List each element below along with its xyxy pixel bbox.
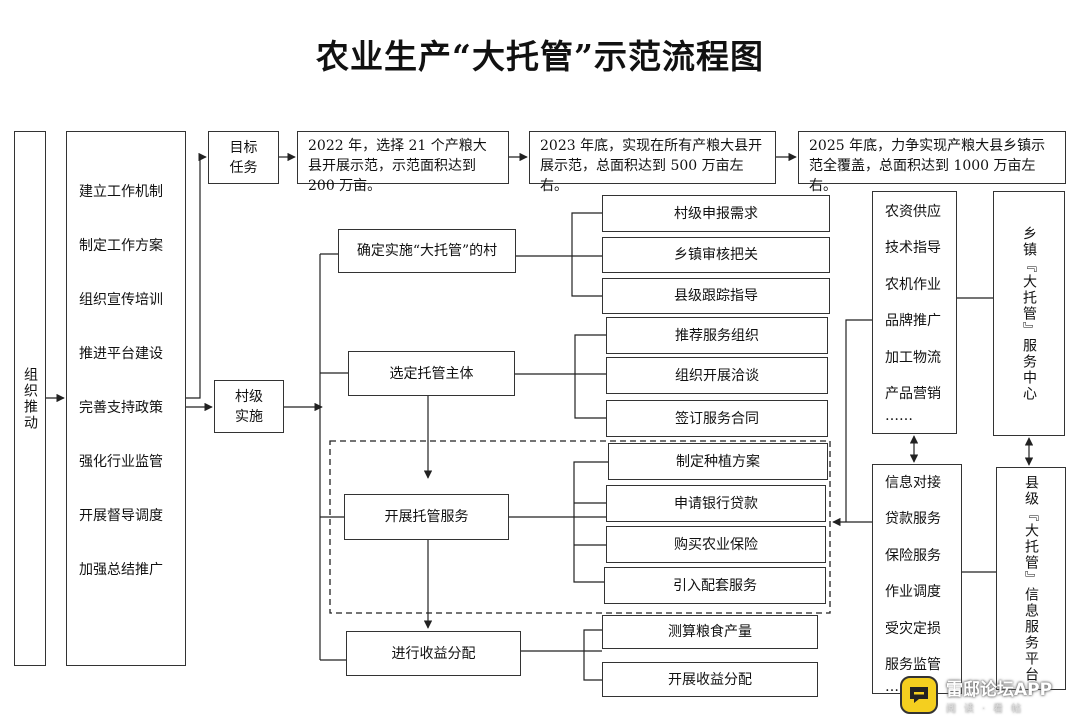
county-platform-label: 县级『大托管』信息服务平台	[1023, 474, 1039, 683]
sub-box: 签订服务合同	[606, 400, 828, 437]
sub-label: 签订服务合同	[675, 410, 759, 427]
service-item: 农机作业	[885, 276, 941, 293]
sub-label: 乡镇审核把关	[674, 247, 758, 263]
target-2023-box: 2023 年底，实现在所有产粮大县开展示范，总面积达到 500 万亩左右。	[529, 131, 776, 194]
service-item: 信息对接	[885, 475, 941, 491]
measure-item: 制定工作方案	[79, 238, 163, 254]
diagram-title: 农业生产“大托管”示范流程图	[316, 37, 764, 76]
app-watermark: 雷邸论坛APP 阅读·看帖	[900, 672, 1076, 718]
sub-box: 申请银行贷款	[606, 485, 826, 522]
sub-box: 组织开展洽谈	[606, 357, 828, 394]
step-label-2: 选定托管主体	[389, 365, 474, 382]
sub-box: 制定种植方案	[608, 443, 828, 480]
org-promote-box: 组织推动	[14, 131, 46, 666]
service-item: 作业调度	[885, 584, 941, 601]
sub-box: 测算粮食产量	[602, 615, 818, 649]
target-2023-text: 2023 年底，实现在所有产粮大县开展示范，总面积达到 500 万亩左右。	[540, 138, 763, 194]
target-label-box: 目标任务	[208, 131, 279, 184]
measure-item: 推进平台建设	[79, 346, 163, 362]
sub-label: 推荐服务组织	[675, 327, 759, 344]
sub-box: 村级申报需求	[602, 195, 830, 232]
township-center-box: 乡镇『大托管』服务中心	[993, 191, 1065, 436]
county-platform-box: 县级『大托管』信息服务平台	[996, 467, 1066, 690]
service-item: 农资供应	[885, 204, 941, 220]
target-2022-box: 2022 年，选择 21 个产粮大县开展示范，示范面积达到 200 万亩。	[297, 131, 509, 194]
step-label-4: 进行收益分配	[391, 645, 476, 662]
service-item: 产品营销	[885, 385, 941, 402]
step-box-1: 确定实施“大托管”的村	[338, 229, 516, 273]
service-item: 加工物流	[885, 349, 941, 366]
step-label-1: 确定实施“大托管”的村	[356, 243, 498, 259]
service-item: 保险服务	[885, 547, 941, 564]
sub-box: 推荐服务组织	[606, 317, 828, 354]
org-promote-label: 组织推动	[22, 366, 38, 431]
sub-label: 购买农业保险	[674, 536, 758, 553]
township-services-box: 农资供应 技术指导 农机作业 品牌推广 加工物流 产品营销 ……	[872, 191, 957, 434]
service-item: 贷款服务	[885, 511, 941, 528]
sub-box: 县级跟踪指导	[602, 278, 830, 314]
target-label: 目标任务	[229, 139, 258, 176]
village-impl-box: 村级实施	[214, 380, 284, 433]
watermark-sub: 阅读·看帖	[946, 704, 1030, 715]
service-item: 品牌推广	[885, 313, 941, 330]
sub-box: 引入配套服务	[604, 567, 826, 604]
step-label-3: 开展托管服务	[384, 509, 469, 525]
service-item: 技术指导	[885, 240, 941, 257]
service-item: 服务监管	[885, 656, 941, 673]
measures-box: 建立工作机制 制定工作方案 组织宣传培训 推进平台建设 完善支持政策 强化行业监…	[66, 131, 186, 666]
service-item: ……	[885, 408, 913, 425]
measure-item: 开展督导调度	[79, 508, 163, 524]
step-box-3: 开展托管服务	[344, 494, 509, 540]
target-2025-box: 2025 年底，力争实现产粮大县乡镇示范全覆盖，总面积达到 1000 万亩左右。	[798, 131, 1066, 194]
measure-item: 建立工作机制	[79, 184, 163, 200]
target-2025-text: 2025 年底，力争实现产粮大县乡镇示范全覆盖，总面积达到 1000 万亩左右。	[809, 138, 1046, 194]
sub-label: 组织开展洽谈	[675, 367, 759, 384]
target-2022-text: 2022 年，选择 21 个产粮大县开展示范，示范面积达到 200 万亩。	[308, 138, 487, 194]
township-center-label: 乡镇『大托管』服务中心	[1021, 225, 1037, 402]
measure-item: 加强总结推广	[79, 562, 163, 578]
sub-box: 乡镇审核把关	[602, 237, 830, 273]
county-services-box: 信息对接 贷款服务 保险服务 作业调度 受灾定损 服务监管 ……	[872, 464, 962, 695]
sub-label: 村级申报需求	[674, 205, 758, 222]
sub-label: 申请银行贷款	[674, 495, 758, 512]
sub-box: 开展收益分配	[602, 662, 818, 697]
sub-label: 引入配套服务	[673, 577, 757, 594]
measure-item: 组织宣传培训	[79, 292, 163, 308]
step-box-4: 进行收益分配	[346, 631, 521, 676]
sub-label: 县级跟踪指导	[674, 288, 758, 304]
sub-label: 开展收益分配	[668, 671, 752, 688]
village-impl-label: 村级实施	[235, 388, 263, 425]
chat-bubble-icon	[900, 676, 938, 714]
measure-item: 完善支持政策	[79, 400, 163, 416]
service-item: 受灾定损	[885, 620, 941, 637]
sub-label: 测算粮食产量	[668, 624, 752, 640]
measure-item: 强化行业监管	[79, 454, 163, 470]
watermark-name: 雷邸论坛APP	[946, 680, 1053, 700]
sub-box: 购买农业保险	[606, 526, 826, 563]
step-box-2: 选定托管主体	[348, 351, 515, 396]
sub-label: 制定种植方案	[676, 453, 760, 470]
